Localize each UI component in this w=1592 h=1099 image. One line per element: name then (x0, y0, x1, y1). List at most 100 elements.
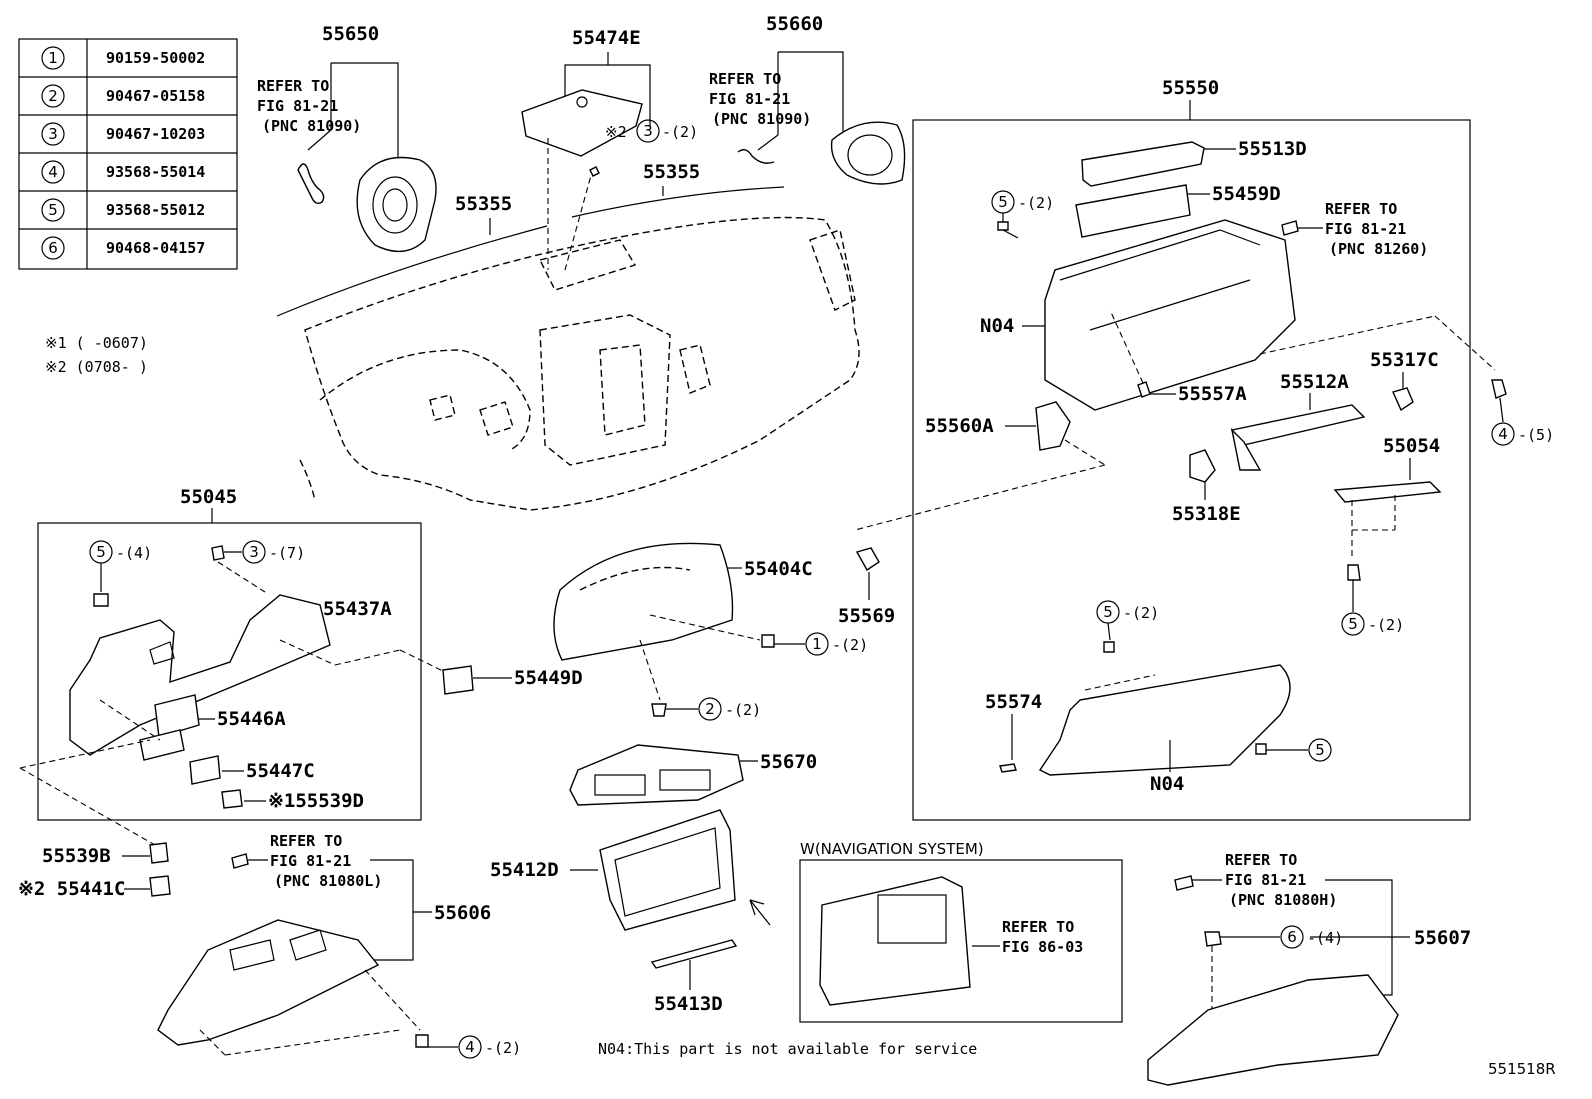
panel-55412D: 55412D (490, 809, 771, 931)
svg-text:(PNC 81090): (PNC 81090) (262, 117, 361, 135)
label-55412D: 55412D (490, 859, 559, 881)
label-55045: 55045 (180, 486, 237, 508)
label-55550: 55550 (1162, 77, 1219, 99)
label-55446A: 55446A (217, 708, 286, 730)
svg-text:2: 2 (705, 700, 715, 718)
nav-title: W(NAVIGATION SYSTEM) (800, 840, 984, 858)
diagram-id: 551518R (1488, 1060, 1556, 1078)
label-55447C: 55447C (246, 760, 315, 782)
label-55437A: 55437A (323, 598, 392, 620)
legend-circle-3 (41, 122, 65, 146)
note-1: ※1 ( -0607) (45, 334, 148, 352)
svg-text:-(5): -(5) (1518, 426, 1554, 444)
svg-text:FIG 81-21: FIG 81-21 (270, 852, 351, 870)
strip-55413D: 55413D (650, 939, 738, 1015)
svg-text:(PNC 81260): (PNC 81260) (1329, 240, 1428, 258)
legend-circle-2 (41, 84, 65, 108)
svg-text:-(2): -(2) (662, 123, 698, 141)
svg-text:FIG 81-21: FIG 81-21 (1225, 871, 1306, 889)
svg-text:REFER TO: REFER TO (709, 70, 781, 88)
svg-text:REFER TO: REFER TO (1002, 918, 1074, 936)
legend-part-2: 90467-05158 (106, 87, 205, 105)
label-55449D: 55449D (514, 667, 583, 689)
label-55054: 55054 (1383, 435, 1440, 457)
label-55539D: ※155539D (268, 790, 364, 812)
legend-circle-4 (41, 160, 65, 184)
label-55317C: 55317C (1370, 349, 1439, 371)
svg-text:4: 4 (465, 1038, 475, 1056)
legend-num-4: 4 (48, 163, 58, 181)
label-55512A: 55512A (1280, 371, 1349, 393)
label-55355-left: 55355 (455, 193, 512, 215)
vent-55650: 55650 REFER TO FIG 81-21 (PNC 81090) (257, 23, 437, 253)
label-55474E: 55474E (572, 27, 641, 49)
svg-text:FIG 81-21: FIG 81-21 (1325, 220, 1406, 238)
legend-num-1: 1 (48, 49, 58, 67)
legend-num-5: 5 (48, 201, 58, 219)
label-55650: 55650 (322, 23, 379, 45)
legend-circle-6 (41, 236, 65, 260)
label-N04-top: N04 (980, 315, 1014, 337)
label-55413D: 55413D (654, 993, 723, 1015)
svg-text:1: 1 (812, 635, 822, 653)
legend-part-6: 90468-04157 (106, 239, 205, 257)
label-55441C: ※2 55441C (18, 878, 125, 900)
legend-part-3: 90467-10203 (106, 125, 205, 143)
panel-55606: REFER TO FIG 81-21 (PNC 81080L) 55606 4 … (157, 832, 521, 1059)
label-55670: 55670 (760, 751, 817, 773)
label-N04-bottom: N04 (1150, 773, 1184, 795)
label-55513D: 55513D (1238, 138, 1307, 160)
clip-55569: 55569 (838, 547, 895, 627)
svg-text:(PNC 81080H): (PNC 81080H) (1229, 891, 1337, 909)
nav-box: W(NAVIGATION SYSTEM) REFER TO FIG 86-03 (799, 840, 1123, 1023)
svg-text:6: 6 (1287, 928, 1297, 946)
label-55607: 55607 (1414, 927, 1471, 949)
svg-text:5: 5 (998, 193, 1008, 211)
svg-text:※2: ※2 (605, 123, 627, 141)
legend-part-4: 93568-55014 (106, 163, 205, 181)
label-55404C: 55404C (744, 558, 813, 580)
dashboard-main: 55355 55355 (276, 161, 860, 511)
legend-num-2: 2 (48, 87, 58, 105)
clips-left: 55539B ※2 55441C (18, 842, 171, 900)
cover-55474E: 55474E 3 ※2 -(2) (521, 27, 698, 271)
label-55318E: 55318E (1172, 503, 1241, 525)
vent-55670: 55670 (569, 744, 817, 806)
svg-text:3: 3 (249, 543, 259, 561)
panel-55607: REFER TO FIG 81-21 (PNC 81080H) 55607 6 … (1147, 851, 1471, 1086)
svg-text:(PNC 81080L): (PNC 81080L) (274, 872, 382, 890)
label-55660: 55660 (766, 13, 823, 35)
note-2: ※2 (0708- ) (45, 358, 148, 376)
label-55569: 55569 (838, 605, 895, 627)
label-55560A: 55560A (925, 415, 994, 437)
svg-text:REFER TO: REFER TO (257, 77, 329, 95)
svg-text:FIG 81-21: FIG 81-21 (257, 97, 338, 115)
group-55550: 55550 55513D 55459D REFER TO FIG 81-21 (… (854, 77, 1554, 821)
svg-text:-(2): -(2) (725, 701, 761, 719)
svg-text:5: 5 (1103, 603, 1113, 621)
footnote: N04:This part is not available for servi… (598, 1040, 977, 1058)
svg-text:4: 4 (1498, 425, 1508, 443)
label-55606: 55606 (434, 902, 491, 924)
svg-text:(PNC 81090): (PNC 81090) (712, 110, 811, 128)
svg-text:-(4): -(4) (116, 544, 152, 562)
legend-num-6: 6 (48, 239, 58, 257)
legend-part-5: 93568-55012 (106, 201, 205, 219)
svg-text:3: 3 (643, 122, 653, 140)
legend-part-1: 90159-50002 (106, 49, 205, 67)
vent-55660: 55660 REFER TO FIG 81-21 (PNC 81090) (709, 13, 906, 185)
svg-text:5: 5 (1315, 741, 1325, 759)
label-55557A: 55557A (1178, 383, 1247, 405)
svg-text:-(7): -(7) (269, 544, 305, 562)
svg-text:-(2): -(2) (1368, 616, 1404, 634)
label-55539B: 55539B (42, 845, 111, 867)
group-55045: 55045 5 -(4) 3 -(7) 55437A 55449D 55446A… (19, 486, 583, 821)
svg-text:REFER TO: REFER TO (1225, 851, 1297, 869)
svg-text:-(2): -(2) (832, 636, 868, 654)
legend-circle-5 (41, 198, 65, 222)
svg-text:-(2): -(2) (1018, 194, 1054, 212)
svg-text:5: 5 (1348, 615, 1358, 633)
svg-text:-(2): -(2) (1123, 604, 1159, 622)
